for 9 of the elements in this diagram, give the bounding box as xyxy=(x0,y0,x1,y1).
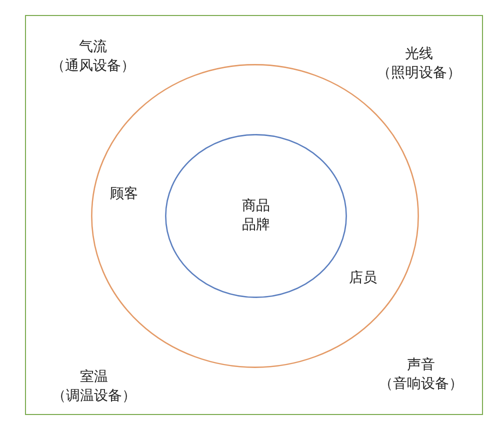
factor-label: 室温（调温设备） xyxy=(51,368,137,406)
outer-frame xyxy=(25,15,483,415)
factor-label: 光线（照明设备） xyxy=(376,45,462,83)
center-label: 商品品牌 xyxy=(241,197,271,235)
factor-label: 气流（通风设备） xyxy=(50,38,136,76)
factor-label: 声音（音响设备） xyxy=(378,356,464,394)
role-label: 店员 xyxy=(348,269,378,288)
inner-ellipse xyxy=(165,134,347,298)
role-label: 顾客 xyxy=(109,185,139,204)
